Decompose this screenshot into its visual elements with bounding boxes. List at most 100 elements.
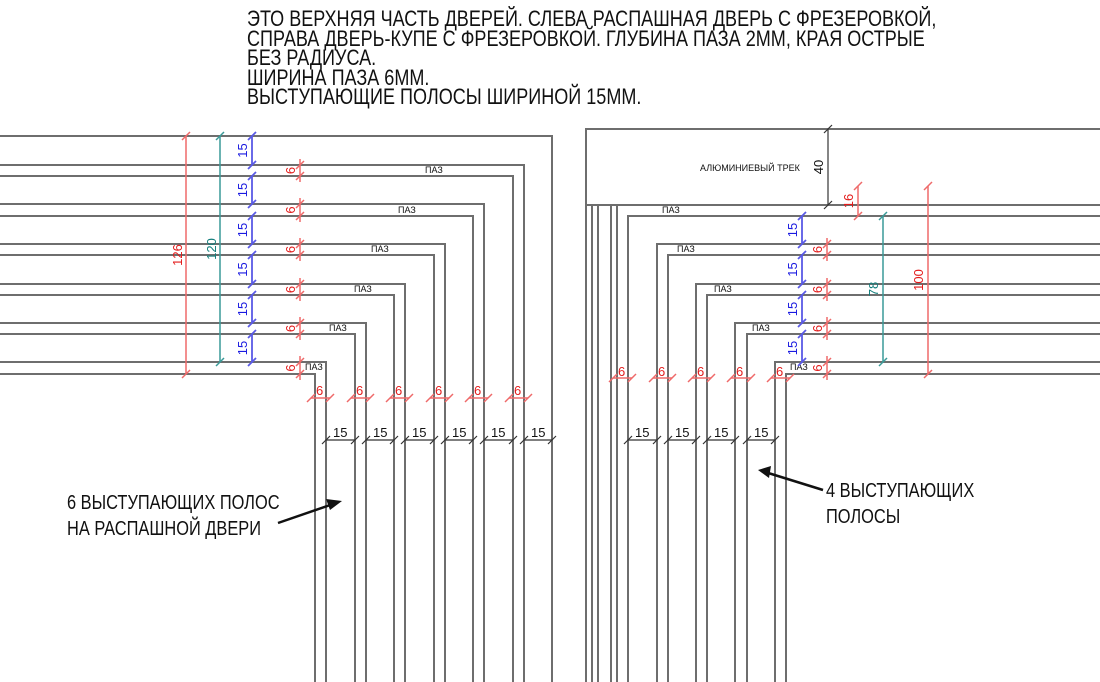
dimension-tick [247,239,257,249]
dimension-tick [247,199,257,209]
door-contour-line [734,322,1100,682]
dimension-tick [215,357,225,367]
dimension-tick [822,279,832,289]
dimension-tick [247,171,257,181]
door-contour-line [656,243,1100,682]
dimension-value: 15 [785,262,800,276]
door-contour-line [785,373,1100,682]
dimension-tick [523,393,533,403]
dimension-tick [483,393,493,403]
dimension-value: 6 [356,383,363,398]
title-line: ВЫСТУПАЮЩИЕ ПОЛОСЫ ШИРИНОЙ 15ММ. [247,84,642,109]
dimension-value: 15 [785,223,800,237]
dimension-tick [440,435,450,445]
door-contour-line [0,361,327,682]
left-callout: 6 ВЫСТУПАЮЩИХ ПОЛОС НА РАСПАШНОЙ ДВЕРИ [67,490,280,542]
dimension-tick [385,393,395,403]
dimension-tick [702,435,712,445]
dimension-value: 15 [675,425,689,440]
dimension-value: 15 [373,425,387,440]
right-callout: 4 ВЫСТУПАЮЩИХ ПОЛОСЫ [826,478,974,530]
dimension-tick [663,435,673,445]
dimension-value: 15 [235,262,250,276]
dimension-value: 15 [491,425,505,440]
dimension-tick [519,435,529,445]
dimension-tick [797,357,807,367]
groove-label: ПАЗ [371,244,389,254]
groove-label: ПАЗ [752,323,770,333]
door-contour-line [0,175,514,682]
door-contour-line [0,243,446,682]
dimension-tick [247,357,257,367]
dimension-value: 120 [204,238,219,260]
dimension-tick [730,435,740,445]
callout-arrowhead [326,499,342,510]
title-line: ШИРИНА ПАЗА 6ММ. [247,64,430,90]
callout-line: 4 ВЫСТУПАЮЩИХ [826,480,975,502]
groove-label: ПАЗ [425,165,443,175]
dimension-tick [547,435,557,445]
dimension-value: 15 [235,183,250,197]
dimension-tick [923,181,933,191]
door-contour-line [746,333,1100,682]
dimension-tick [822,239,832,249]
dimension-tick [247,250,257,260]
dimension-tick [247,290,257,300]
dimension-tick [295,318,305,328]
dimension-tick [504,393,514,403]
dimension-value: 15 [754,425,768,440]
dimension-tick [295,279,305,289]
dimension-value: 6 [514,383,521,398]
dimension-tick [822,290,832,300]
dimension-tick [823,124,833,134]
dimension-tick [823,200,833,210]
dimension-tick [464,393,474,403]
callout-arrow-line [277,501,337,525]
door-contour-line [0,333,356,682]
groove-label: ПАЗ [398,205,416,215]
dimension-value: 6 [618,364,625,379]
dimension-tick [878,211,888,221]
dimension-tick [797,279,807,289]
dimension-value: 6 [395,383,402,398]
dimension-value: 6 [283,364,298,371]
groove-label: ПАЗ [354,284,372,294]
dimension-value: 6 [435,383,442,398]
dimension-tick [822,357,832,367]
door-contour-line [0,254,435,682]
dimension-tick [295,290,305,300]
groove-label: ПАЗ [305,362,323,372]
dimension-value: 6 [474,383,481,398]
dimension-tick [742,435,752,445]
dimension-value: 16 [841,194,856,208]
dimension-value: 6 [283,325,298,332]
door-contour-line [0,164,525,682]
door-contour-line [0,373,316,682]
dimension-tick [687,373,697,383]
dimension-value: 15 [452,425,466,440]
dimension-value: 6 [810,325,825,332]
dimension-tick [746,373,756,383]
dimension-tick [365,393,375,403]
dimension-tick [797,290,807,300]
callout-arrow-line [764,470,824,492]
dimension-tick [822,250,832,260]
track-outline [585,128,1100,682]
dimension-value: 6 [283,286,298,293]
title-line: СПРАВА ДВЕРЬ-КУПЕ С ФРЕЗЕРОВКОЙ. ГЛУБИНА… [247,25,925,51]
dimension-tick [797,239,807,249]
dimension-value: 6 [283,167,298,174]
dimension-value: 6 [697,364,704,379]
door-contour-line [0,203,485,682]
dimension-value: 6 [810,286,825,293]
dimension-tick [770,435,780,445]
dimension-tick [295,171,305,181]
callout-line: ПОЛОСЫ [826,506,901,528]
dimension-tick [295,369,305,379]
dimension-tick [648,373,658,383]
dimension-value: 6 [658,364,665,379]
dimension-tick [726,373,736,383]
